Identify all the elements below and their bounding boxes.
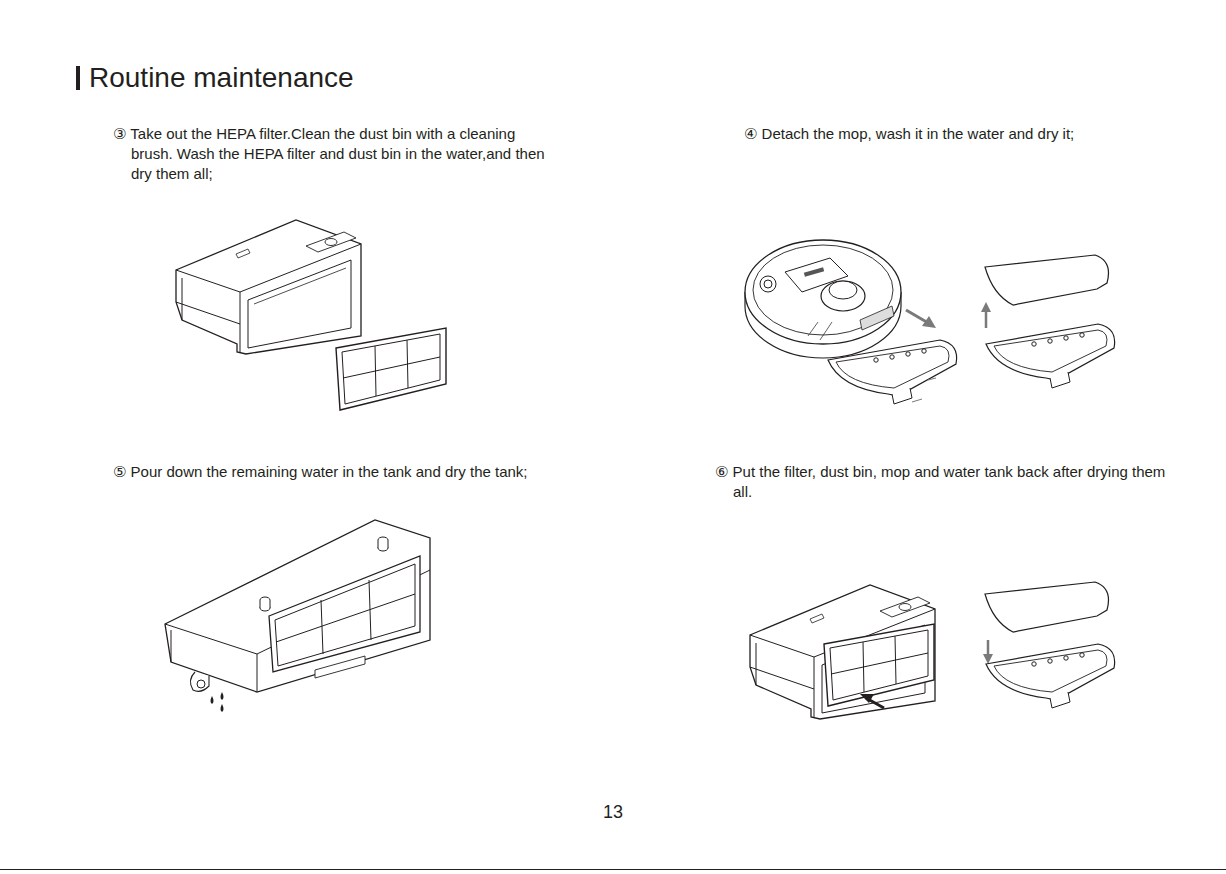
page-number: 13 [563,801,663,823]
step-text: ③ Take out the HEPA filter.Clean the dus… [113,124,551,184]
step-text: ⑥ Put the filter, dust bin, mop and wate… [715,462,1173,502]
page-title: Routine maintenance [89,62,354,94]
step-text: ⑤ Pour down the remaining water in the t… [113,462,551,482]
step-text: ④ Detach the mop, wash it in the water a… [744,124,1202,144]
